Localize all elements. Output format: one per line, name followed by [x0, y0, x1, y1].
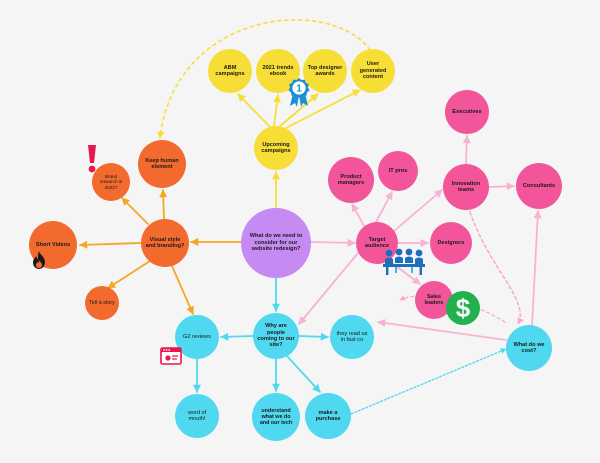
node-label: Executives — [452, 108, 482, 115]
node-what-do-we-cost[interactable]: What do we cost? — [506, 325, 552, 371]
node-label: 2021 trends ebook — [262, 64, 294, 77]
edge-innovation-consultants — [488, 182, 515, 191]
node-label: Top designer awards — [307, 64, 343, 77]
node-label: Consultants — [522, 182, 556, 189]
team-meeting-icon — [383, 248, 425, 275]
edge-ugc-keephuman — [157, 19, 371, 139]
node-visual-style-branding[interactable]: Visual style and branding? — [141, 219, 189, 267]
node-label: Tell a story — [89, 299, 115, 306]
node-top-designer-awards[interactable]: Top designer awards — [303, 49, 347, 93]
edge-visual-brandresearch — [121, 197, 149, 225]
node-label: they read us in fast co — [336, 330, 368, 343]
node-label: What do we cost? — [513, 341, 545, 354]
edge-upcoming-abm — [237, 93, 271, 128]
edge-why-g2 — [220, 332, 254, 341]
edge-visual-keephuman — [159, 189, 168, 220]
node-keep-human-element[interactable]: Keep human element — [138, 140, 186, 188]
edge-visual-g2 — [171, 265, 194, 315]
node-word-of-mouth[interactable]: word of mouth! — [175, 394, 219, 438]
node-label: Innovation teams — [451, 180, 481, 193]
dollar-coin-icon: $ — [446, 291, 480, 325]
node-label: Product managers — [337, 173, 365, 186]
edge-visual-tellstory — [107, 260, 151, 289]
node-make-a-purchase[interactable]: make a purchase — [305, 393, 351, 439]
node-label: Why are people coming to our site? — [257, 323, 295, 349]
node-label: Sales leaders — [424, 293, 444, 306]
node-label: understand what we do and our tech — [259, 407, 293, 427]
node-upcoming-campaigns[interactable]: Upcoming campaigns — [254, 126, 298, 170]
edge-why-fastco — [298, 332, 329, 341]
node-label: Short Videos — [35, 241, 71, 248]
node-label: Designers — [437, 239, 465, 246]
node-label: Target audience — [364, 236, 390, 249]
edge-target-whypeople — [298, 252, 359, 325]
edge-why-purchase — [286, 355, 321, 393]
edge-upcoming-ebook — [273, 94, 282, 127]
center-node[interactable]: What do we need to consider for our webs… — [241, 208, 311, 278]
node-designers[interactable]: Designers — [430, 222, 472, 264]
edge-upcoming-ugc — [285, 89, 361, 129]
edge-target-productmanagers — [351, 203, 365, 227]
node-fast-co[interactable]: they read us in fast co — [330, 315, 374, 359]
node-label: Brand research in 2022? — [99, 174, 123, 190]
node-label: ABM campaigns — [215, 64, 245, 77]
node-label: G2 reviews — [183, 333, 211, 340]
node-consultants[interactable]: Consultants — [516, 163, 562, 209]
node-label: Visual style and branding? — [145, 236, 185, 249]
node-label: Keep human element — [145, 157, 179, 170]
dollar-symbol: $ — [456, 293, 471, 323]
node-why-people-coming[interactable]: Why are people coming to our site? — [253, 313, 299, 359]
exclamation-icon — [88, 145, 96, 173]
award-number: 1 — [296, 83, 302, 94]
fire-icon — [33, 251, 45, 269]
edge-purchase-cost — [350, 348, 507, 415]
edge-innovation-cost-dashed — [469, 211, 524, 325]
center-node-label: What do we need to consider for our webs… — [249, 233, 303, 253]
node-product-managers[interactable]: Product managers — [328, 157, 374, 203]
node-it-pros[interactable]: IT pros — [378, 151, 418, 191]
node-executives[interactable]: Executives — [445, 90, 489, 134]
node-label: User generated content — [359, 61, 387, 81]
node-understand-tech[interactable]: understand what we do and our tech — [252, 393, 300, 441]
node-innovation-teams[interactable]: Innovation teams — [443, 164, 489, 210]
edge-visual-shortvideos — [79, 240, 142, 249]
award-ribbon-icon: 1 — [288, 78, 310, 107]
node-label: make a purchase — [315, 409, 341, 422]
browser-window-icon — [160, 347, 182, 365]
edge-target-innovation — [393, 189, 443, 232]
edge-target-itpros — [375, 191, 393, 223]
node-label: Upcoming campaigns — [261, 141, 291, 154]
node-g2-reviews[interactable]: G2 reviews — [175, 315, 219, 359]
node-label: word of mouth! — [187, 409, 207, 422]
node-brand-research[interactable]: Brand research in 2022? — [92, 163, 130, 201]
node-label: IT pros — [388, 167, 408, 174]
edge-upcoming-awards — [279, 93, 319, 127]
edge-cost-targetfast — [377, 319, 507, 341]
edge-center-target — [310, 238, 356, 247]
node-tell-a-story[interactable]: Tell a story — [85, 286, 119, 320]
node-abm-campaigns[interactable]: ABM campaigns — [208, 49, 252, 93]
node-target-audience[interactable]: Target audience — [356, 222, 398, 264]
edge-innovation-executives — [462, 135, 471, 165]
edge-cost-consultants — [531, 210, 542, 326]
node-user-generated-content[interactable]: User generated content — [351, 49, 395, 93]
